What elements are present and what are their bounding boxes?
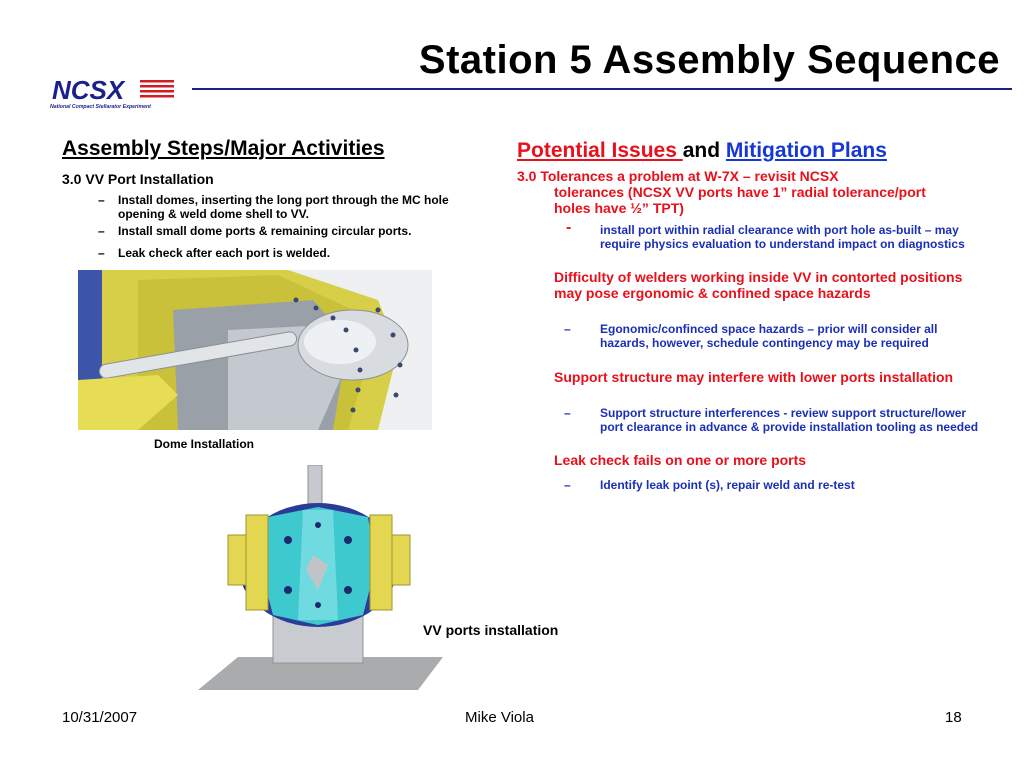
right-heading: Potential Issues and Mitigation Plans	[517, 139, 887, 163]
mitigation-item: – Support structure interferences - revi…	[564, 406, 985, 434]
dome-installation-image	[78, 270, 432, 430]
issue-text: Support structure may interfere with low…	[554, 369, 954, 385]
mitigation-text: Support structure interferences - review…	[600, 406, 979, 434]
list-item: – Leak check after each port is welded.	[98, 246, 498, 260]
and-label: and	[682, 139, 726, 162]
bullet-text: Leak check after each port is welded.	[118, 246, 331, 260]
header-rule	[192, 88, 1012, 90]
issue-item: Leak check fails on one or more ports	[554, 452, 974, 468]
port-installation-subheading: 3.0 VV Port Installation	[62, 171, 214, 187]
dome-installation-caption: Dome Installation	[154, 437, 255, 451]
issue-item: 3.0 Tolerances a problem at W-7X – revis…	[517, 168, 937, 216]
logo-subtitle: National Compact Stellarator Experiment	[50, 104, 151, 110]
list-item: – Install domes, inserting the long port…	[98, 193, 498, 221]
mitigation-item: – Egonomic/confinced space hazards – pri…	[564, 322, 985, 350]
mitigation-item: – Identify leak point (s), repair weld a…	[564, 478, 985, 492]
bullet-dash: –	[564, 478, 571, 492]
issue-text: Leak check fails on one or more ports	[554, 452, 807, 468]
vv-ports-image	[198, 465, 443, 690]
bullet-dash: –	[98, 246, 105, 260]
slide-title: Station 5 Assembly Sequence	[418, 38, 1000, 82]
mitigation-text: Egonomic/confinced space hazards – prior…	[600, 322, 938, 350]
issue-text: 3.0 Tolerances a problem at W-7X – revis…	[517, 168, 839, 184]
potential-issues-label: Potential Issues	[517, 139, 683, 162]
bullet-dash: –	[98, 224, 105, 238]
issue-text-continued: tolerances (NCSX VV ports have 1” radial…	[554, 184, 926, 216]
bullet-text: Install small dome ports & remaining cir…	[118, 224, 412, 238]
logo-stripes	[140, 80, 174, 98]
bullet-dash: –	[564, 406, 571, 420]
footer-author: Mike Viola	[465, 709, 534, 726]
issue-item: Difficulty of welders working inside VV …	[554, 269, 974, 301]
bullet-dash: -	[566, 219, 572, 236]
mitigation-text: install port within radial clearance wit…	[600, 223, 965, 251]
bullet-dash: –	[564, 322, 571, 336]
issue-text: Difficulty of welders working inside VV …	[554, 269, 963, 301]
footer-date: 10/31/2007	[62, 709, 138, 726]
mitigation-plans-label: Mitigation Plans	[725, 139, 887, 162]
issue-item: Support structure may interfere with low…	[554, 369, 974, 385]
vv-ports-caption: VV ports installation	[423, 622, 559, 638]
bullet-text: Install domes, inserting the long port t…	[118, 193, 449, 221]
left-heading: Assembly Steps/Major Activities	[62, 137, 385, 160]
ncsx-logo: NCSX National Compact Stellarator Experi…	[50, 75, 174, 110]
bullet-dash: –	[98, 193, 105, 207]
mitigation-item: - install port within radial clearance w…	[566, 220, 985, 252]
mitigation-text: Identify leak point (s), repair weld and…	[600, 478, 855, 492]
logo-wordmark: NCSX	[52, 75, 126, 105]
list-item: – Install small dome ports & remaining c…	[98, 224, 498, 238]
page-number: 18	[945, 709, 962, 726]
